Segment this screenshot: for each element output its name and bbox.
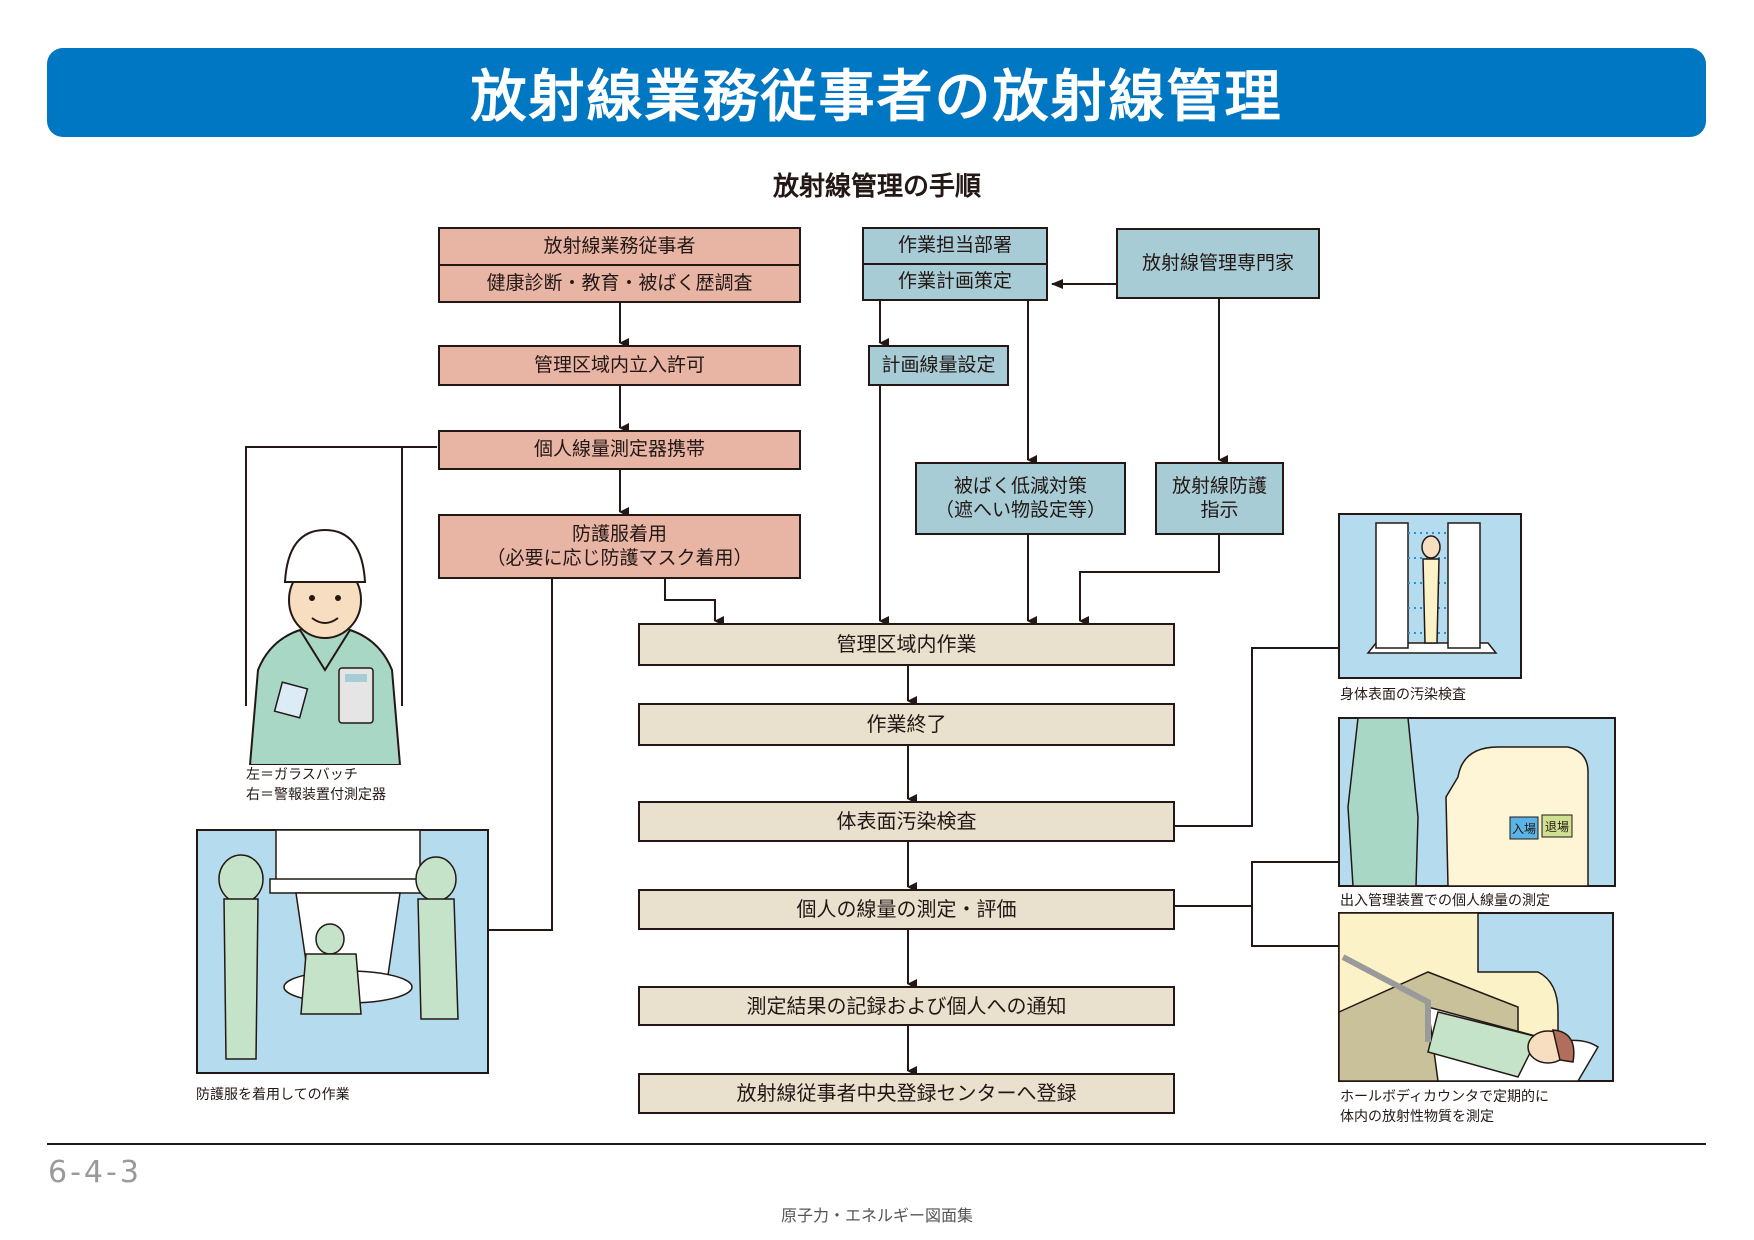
worker-box-title: 放射線業務従事者 (543, 234, 696, 257)
planned-dose-box: 計画線量設定 (868, 345, 1009, 386)
step-carry-dosimeter: 個人線量測定器携帯 (438, 430, 801, 470)
step-label: 個人の線量の測定・評価 (796, 897, 1017, 921)
exposure-reduction-box: 被ばく低減対策 （遮へい物設定等） (915, 462, 1126, 535)
whole-body-counter-icon (1338, 912, 1614, 1082)
main-step-surface-check: 体表面汚染検査 (638, 801, 1175, 842)
main-step-work: 管理区域内作業 (638, 623, 1175, 666)
step-label: 個人線量測定器携帯 (533, 438, 705, 461)
caption-protective-work: 防護服を着用しての作業 (196, 1087, 350, 1103)
caption-worker-dosimeters: 左＝ガラスバッチ 右＝警報装置付測定器 (246, 767, 386, 804)
expert-box: 放射線管理専門家 (1116, 228, 1320, 299)
line-suit-to-protective-illus (489, 579, 553, 931)
arrow-instruction-to-work (1079, 535, 1220, 626)
main-step-dose-evaluation: 個人の線量の測定・評価 (638, 889, 1175, 930)
step-label: 被ばく低減対策 (953, 474, 1087, 497)
step-label: 計画線量設定 (881, 353, 996, 376)
step-sublabel: 指示 (1200, 498, 1239, 521)
dept-box-detail: 作業計画策定 (864, 263, 1046, 299)
page-title: 放射線業務従事者の放射線管理 (470, 65, 1283, 130)
bracket-worker-illustration (245, 446, 437, 706)
sign-exit: 退場 (1545, 820, 1569, 834)
main-step-central-registry: 放射線従事者中央登録センターへ登録 (638, 1073, 1175, 1114)
step-label: 防護服着用 (571, 522, 667, 545)
diagram-subtitle: 放射線管理の手順 (772, 172, 981, 202)
page-number: 6-4-3 (48, 1155, 142, 1190)
workers-in-protective-suits-icon (196, 829, 489, 1074)
main-step-work-end: 作業終了 (638, 703, 1175, 746)
step-entry-permit: 管理区域内立入許可 (438, 345, 801, 386)
caption-surface-check: 身体表面の汚染検査 (1340, 687, 1466, 703)
dept-box-title: 作業担当部署 (897, 234, 1012, 257)
step-label: 体表面汚染検査 (836, 809, 977, 833)
line-surface-check-to-illus (1175, 647, 1338, 827)
worker-box-detail: 健康診断・教育・被ばく歴調査 (440, 264, 799, 301)
arrow-suit-to-work (664, 579, 724, 626)
entry-exit-control-device-icon: 入場 退場 (1338, 717, 1616, 887)
sign-enter: 入場 (1512, 822, 1536, 836)
step-label: 放射線防護 (1171, 474, 1267, 497)
title-banner: 放射線業務従事者の放射線管理 (47, 48, 1706, 137)
footer-divider (47, 1143, 1706, 1145)
worker-box: 放射線業務従事者 健康診断・教育・被ばく歴調査 (438, 227, 801, 303)
step-label: 放射線従事者中央登録センターへ登録 (736, 1081, 1077, 1105)
main-step-record-notify: 測定結果の記録および個人への通知 (638, 986, 1175, 1026)
protection-instruction-box: 放射線防護 指示 (1155, 462, 1284, 535)
caption-gate-measure: 出入管理装置での個人線量の測定 (1340, 893, 1550, 909)
step-label: 管理区域内作業 (836, 632, 977, 656)
step-label: 管理区域内立入許可 (533, 353, 705, 376)
caption-whole-body: ホールボディカウンタで定期的に 体内の放射性物質を測定 (1340, 1089, 1550, 1126)
step-label: 放射線管理専門家 (1141, 251, 1294, 274)
publication-title: 原子力・エネルギー図面集 (780, 1206, 973, 1225)
step-label: 測定結果の記録および個人への通知 (746, 993, 1067, 1018)
step-protective-suit: 防護服着用 （必要に応じ防護マスク着用） (438, 514, 801, 579)
worker-with-dosimeters-icon (248, 528, 402, 765)
body-surface-monitor-icon (1338, 513, 1522, 679)
step-label: 作業終了 (866, 712, 947, 736)
step-sublabel: （遮へい物設定等） (934, 498, 1106, 521)
dept-box: 作業担当部署 作業計画策定 (862, 227, 1048, 301)
step-sublabel: （必要に応じ防護マスク着用） (486, 546, 753, 569)
